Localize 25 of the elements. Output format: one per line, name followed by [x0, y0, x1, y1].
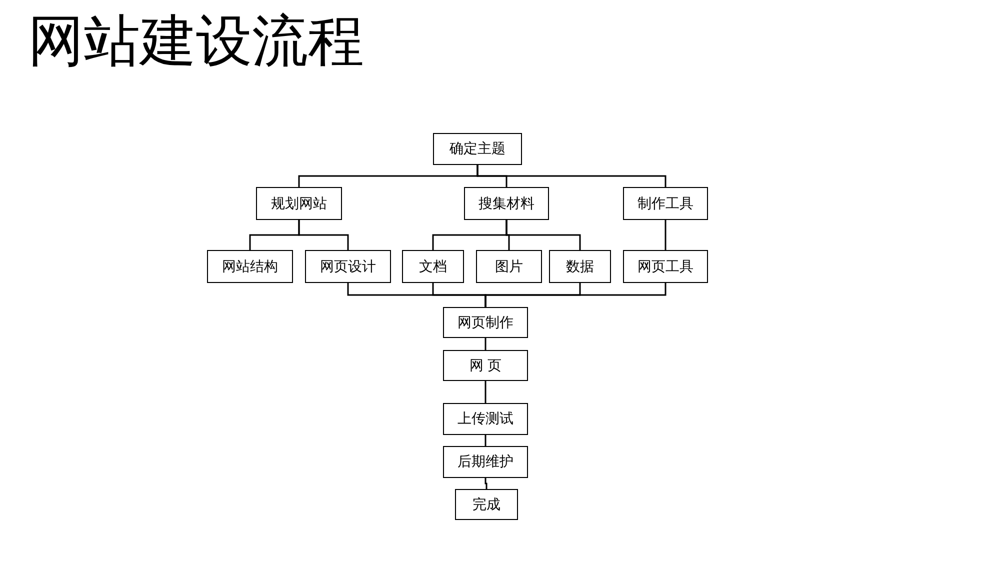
connector-line [664, 220, 666, 250]
process-box: 网站结构 [207, 250, 293, 283]
connector-line [484, 338, 486, 350]
process-box: 规划网站 [256, 187, 342, 220]
process-box: 网页工具 [623, 250, 708, 283]
process-box: 数据 [549, 250, 611, 283]
process-box: 确定主题 [433, 133, 522, 165]
process-box: 文档 [402, 250, 464, 283]
connector-line [506, 220, 581, 250]
process-box: 网 页 [443, 350, 528, 381]
title: 网站建设流程 [28, 8, 364, 76]
process-box: 网页设计 [305, 250, 391, 283]
connector-line [484, 381, 486, 403]
connector-line [484, 283, 666, 307]
process-box: 网页制作 [443, 307, 528, 338]
connector-line [484, 478, 488, 489]
connector-line [298, 220, 349, 250]
process-box: 搜集材料 [464, 187, 549, 220]
process-box: 后期维护 [443, 446, 528, 478]
connector-line [476, 165, 666, 187]
process-box: 图片 [476, 250, 542, 283]
process-box: 完成 [455, 489, 518, 520]
process-box: 制作工具 [623, 187, 708, 220]
process-box: 上传测试 [443, 403, 528, 435]
connector-line [484, 435, 486, 446]
